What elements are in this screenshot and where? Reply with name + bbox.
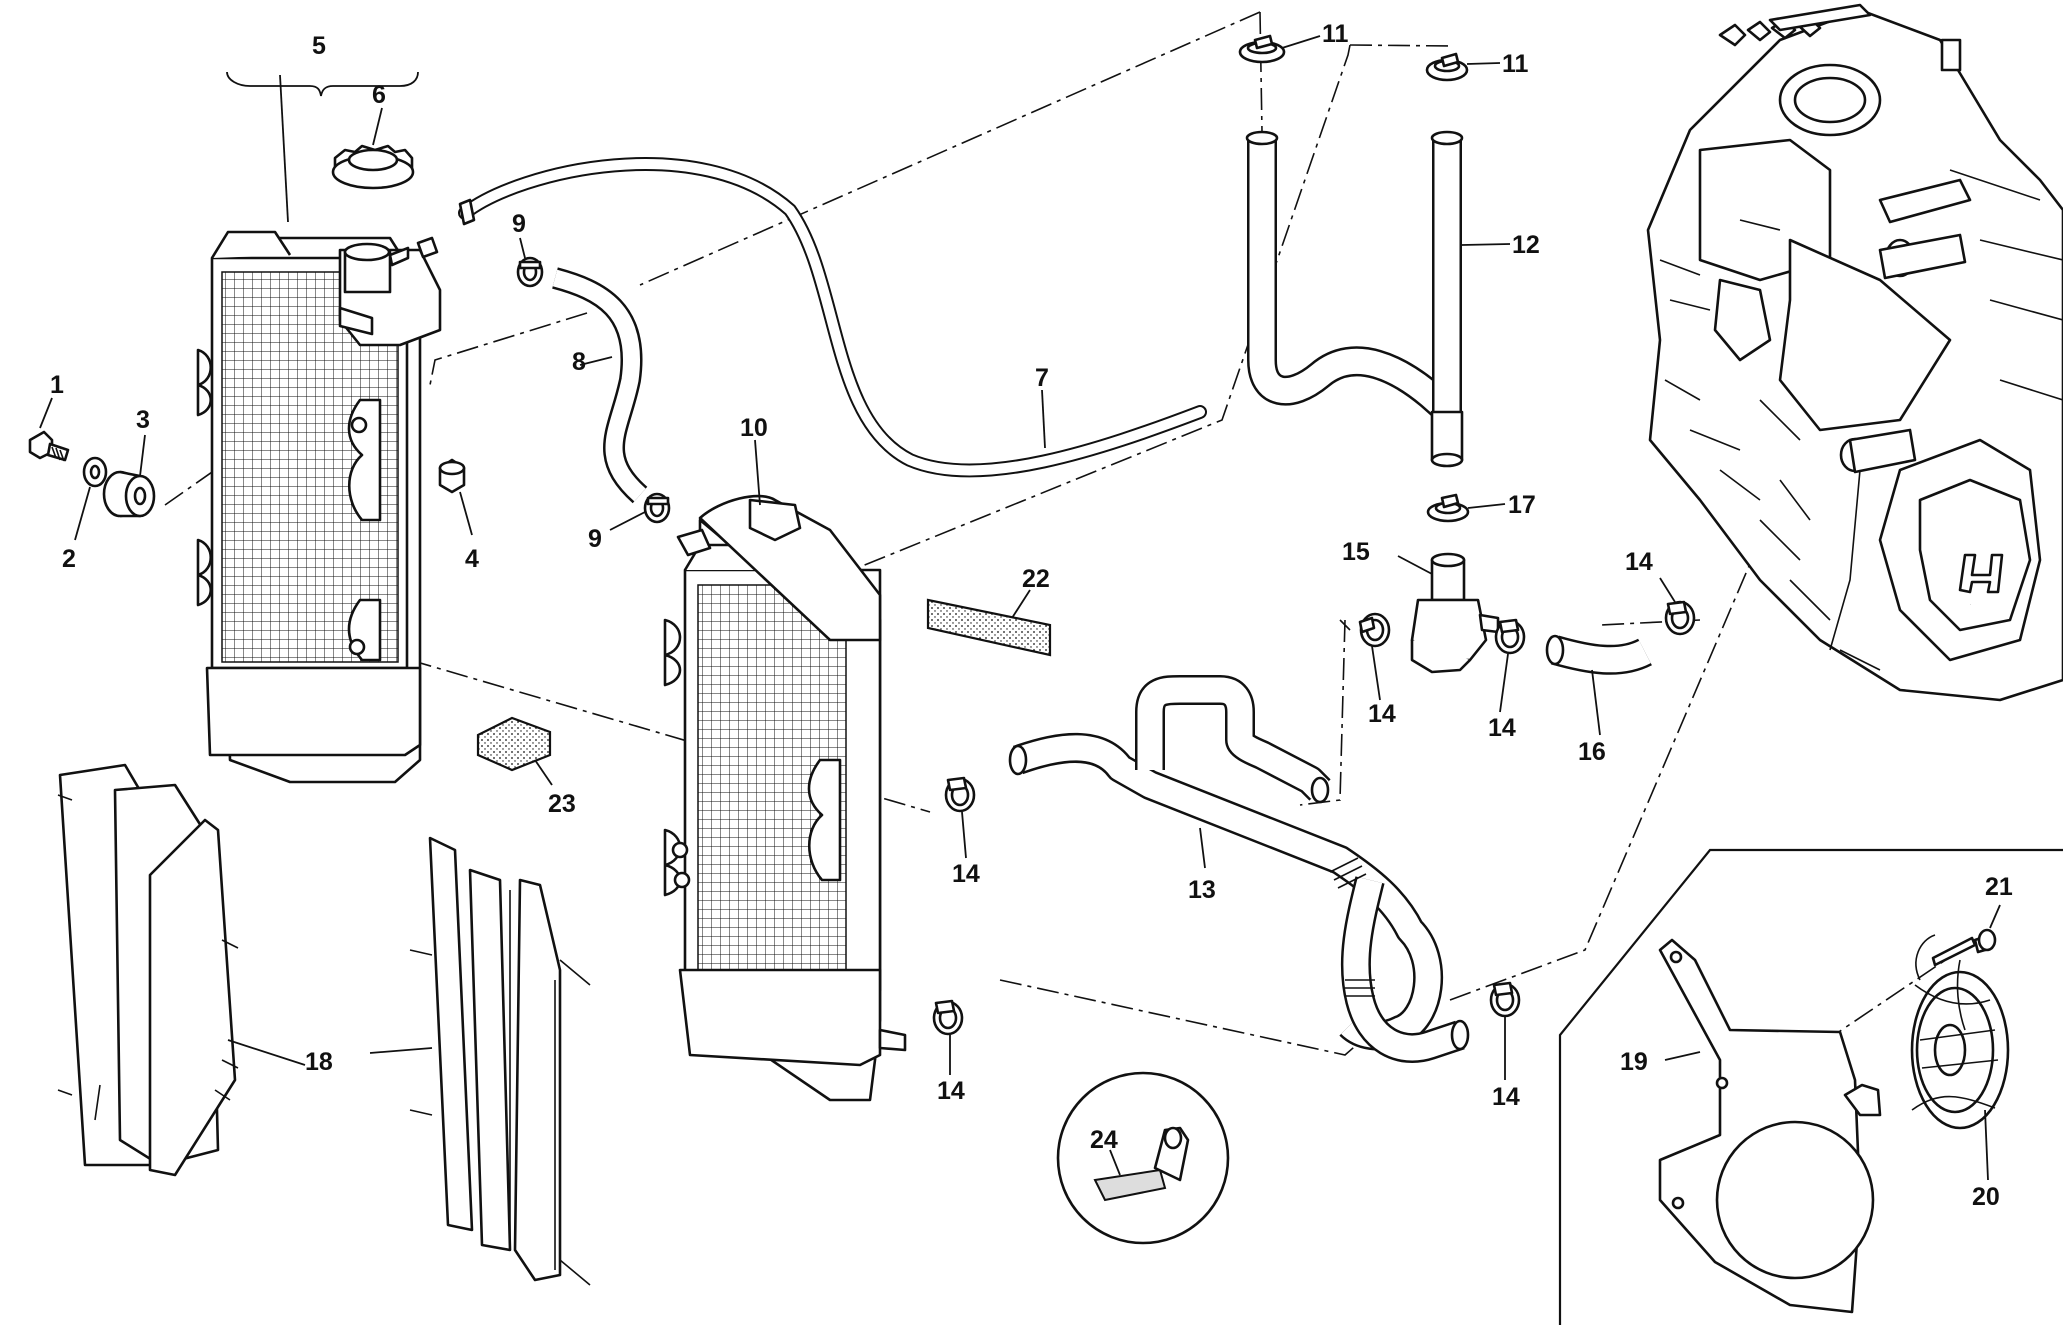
radiator-guard-right[interactable] — [369, 836, 591, 1286]
label-2: 2 — [62, 545, 76, 573]
label-24: 24 — [1090, 1126, 1118, 1154]
radiator-cap[interactable]: 6 — [331, 81, 415, 190]
foam-pad-23[interactable]: 23 — [476, 716, 576, 818]
label-8: 8 — [572, 348, 586, 376]
label-19: 19 — [1620, 1048, 1648, 1076]
label-18: 18 — [305, 1048, 333, 1076]
short-connecting-hose[interactable]: 8 — [552, 267, 648, 504]
label-3: 3 — [136, 406, 150, 434]
label-10: 10 — [740, 414, 768, 442]
label-14-thermostat-left: 14 — [1368, 700, 1396, 728]
label-14-radiator-upper: 14 — [952, 860, 980, 888]
fan-inset — [1558, 848, 2063, 1325]
right-radiator[interactable]: 10 — [663, 414, 907, 1102]
foam-pad-22[interactable]: 22 — [926, 565, 1052, 657]
radiator-lower-hose[interactable]: 13 — [1008, 675, 1470, 1063]
filler-neck — [338, 242, 410, 336]
thermostat-engine-hose[interactable]: 16 — [1545, 634, 1652, 766]
fan-screw[interactable]: 21 — [1931, 873, 2013, 967]
hose-clamp-14-thermostat-right[interactable]: 14 — [1488, 618, 1526, 742]
label-17: 17 — [1508, 491, 1536, 519]
left-radiator[interactable]: 5 — [196, 32, 442, 784]
label-14-lower-right: 14 — [1492, 1083, 1520, 1111]
hose-clamp-14-thermostat-left[interactable]: 14 — [1358, 612, 1396, 728]
bolt[interactable]: 1 — [28, 371, 70, 462]
engine-logo-text: H — [1970, 604, 1971, 606]
hose-clamp-14-lower-right[interactable]: 14 — [1489, 981, 1521, 1111]
label-16: 16 — [1578, 738, 1606, 766]
label-1: 1 — [50, 371, 64, 399]
label-5: 5 — [312, 32, 326, 60]
radiator-guard-left[interactable]: 18 — [57, 763, 333, 1177]
hose-clamp-upper[interactable]: 9 — [512, 210, 544, 288]
label-6: 6 — [372, 81, 386, 109]
washer[interactable]: 2 — [62, 456, 108, 573]
label-7: 7 — [1035, 364, 1049, 392]
label-13: 13 — [1188, 876, 1216, 904]
overflow-hose[interactable]: 7 — [416, 157, 1207, 478]
cooling-fan[interactable]: 20 — [1910, 934, 2010, 1211]
detail-circle-bracket[interactable]: 24 — [1056, 1071, 1230, 1245]
label-22: 22 — [1022, 565, 1050, 593]
rubber-grommet[interactable]: 3 — [102, 406, 156, 518]
hose-clamp-14-radiator-upper[interactable]: 14 — [944, 776, 980, 888]
label-11-left: 11 — [1322, 20, 1349, 48]
hose-clamp-11-right[interactable]: 11 — [1425, 50, 1529, 82]
label-15: 15 — [1342, 538, 1370, 566]
hose-clamp-11-left[interactable]: 11 — [1238, 20, 1349, 64]
label-11-right: 11 — [1502, 50, 1529, 78]
fan-bracket[interactable]: 19 — [1620, 938, 1882, 1314]
label-14-engine: 14 — [1625, 548, 1653, 576]
engine-block: H — [1646, 3, 2063, 702]
label-21: 21 — [1985, 873, 2013, 901]
hose-clamp-14-engine[interactable]: 14 — [1625, 548, 1696, 636]
spacer-bush[interactable]: 4 — [438, 458, 479, 573]
hose-clamp-14-radiator-lower[interactable]: 14 — [932, 999, 965, 1105]
label-4: 4 — [465, 545, 479, 573]
label-9-upper: 9 — [512, 210, 526, 238]
label-14-radiator-lower: 14 — [937, 1077, 965, 1105]
y-hose[interactable]: 12 — [1245, 130, 1540, 468]
label-12: 12 — [1512, 231, 1540, 259]
hose-clamp-17[interactable]: 17 — [1426, 491, 1536, 523]
label-23: 23 — [548, 790, 576, 818]
label-9-lower: 9 — [588, 525, 602, 553]
label-20: 20 — [1972, 1183, 2000, 1211]
label-14-thermostat-right: 14 — [1488, 714, 1516, 742]
hose-clamp-lower[interactable]: 9 — [588, 492, 671, 553]
thermostat-housing[interactable]: 15 — [1342, 538, 1500, 674]
